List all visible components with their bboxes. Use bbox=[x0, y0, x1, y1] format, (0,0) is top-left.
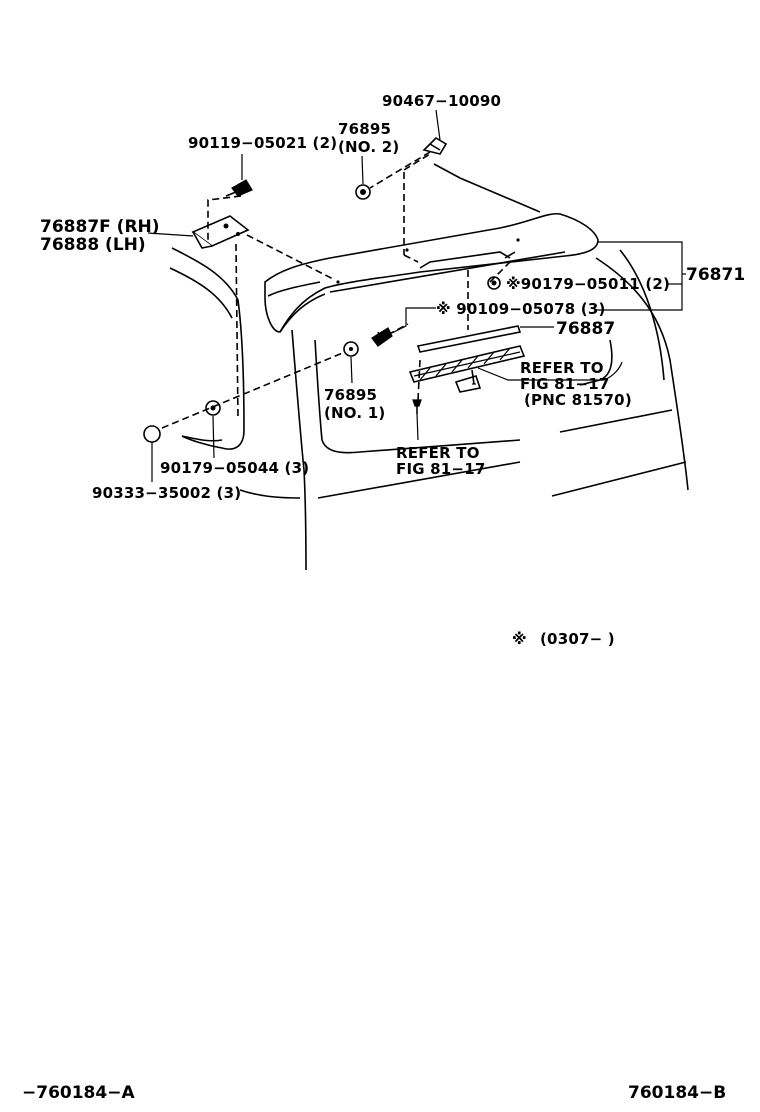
label-90467: 90467−10090 bbox=[382, 92, 501, 110]
bolt-90119-icon bbox=[225, 179, 253, 197]
label-76871: 76871 bbox=[686, 265, 745, 285]
cushion-no1-icon bbox=[343, 341, 359, 357]
seal-76887 bbox=[416, 325, 522, 353]
back-door-outline bbox=[169, 247, 689, 571]
footer-diagram-code-right: 760184−B bbox=[628, 1083, 726, 1103]
refer-lamp-line1: REFER TO bbox=[520, 359, 604, 377]
clip-90467-icon bbox=[422, 136, 448, 155]
part-labels: 90467−10090 76895 (NO. 2) 90119−05021 (2… bbox=[22, 92, 745, 1103]
assembly-lines bbox=[161, 151, 541, 442]
label-90119: 90119−05021 (2) bbox=[188, 134, 337, 152]
label-76888: 76888 (LH) bbox=[40, 235, 146, 255]
label-76887: 76887 bbox=[556, 319, 615, 339]
cushion-no2-icon bbox=[355, 184, 371, 200]
label-76895-no1-note: (NO. 1) bbox=[324, 404, 385, 422]
spoiler-bracket bbox=[191, 215, 250, 249]
cap-90333-icon bbox=[143, 425, 161, 443]
label-90179-05044: 90179−05044 (3) bbox=[160, 459, 309, 477]
label-90179-05011: ※90179−05011 (2) bbox=[506, 275, 670, 293]
label-90109: ※ 90109−05078 (3) bbox=[436, 300, 606, 318]
label-76895-no2-number: 76895 bbox=[338, 120, 391, 138]
label-76887f: 76887F (RH) bbox=[40, 217, 160, 237]
note-date-range: (0307− ) bbox=[540, 630, 615, 648]
refer-lamp-line2: FIG 81−17 bbox=[520, 375, 609, 393]
stop-lamp-assembly bbox=[408, 345, 526, 393]
screw-lamp-icon bbox=[412, 399, 422, 414]
label-90333: 90333−35002 (3) bbox=[92, 484, 241, 502]
refer-lamp-line3: (PNC 81570) bbox=[524, 391, 632, 409]
label-76895-no2-note: (NO. 2) bbox=[338, 138, 399, 156]
label-76895-no1-number: 76895 bbox=[324, 386, 377, 404]
rear-spoiler bbox=[264, 212, 599, 333]
footer-diagram-code-left: −760184−A bbox=[22, 1083, 135, 1103]
refer-screw-line1: REFER TO bbox=[396, 444, 480, 462]
refer-screw-line2: FIG 81−17 bbox=[396, 460, 485, 478]
note-mark: ※ bbox=[512, 630, 527, 648]
leader-lines bbox=[147, 109, 686, 482]
